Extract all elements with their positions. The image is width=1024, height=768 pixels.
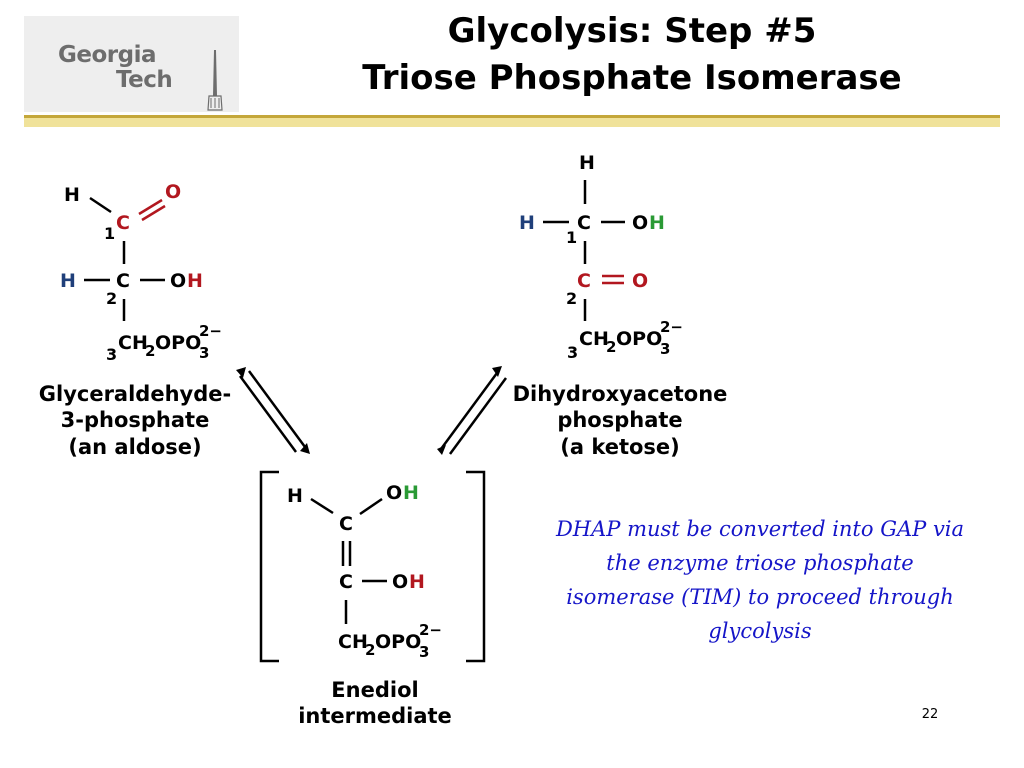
dhap-num3: 3 <box>567 343 578 362</box>
gap-sub3: 3 <box>199 344 209 362</box>
dhap-ch2: CH <box>579 328 609 350</box>
dhap-structure: H H C 1 O H C 2 O 3 CH 2 OPO 3 2− <box>519 152 683 362</box>
enediol-o2: O <box>392 571 408 593</box>
tech-tower-icon <box>207 50 223 111</box>
gap-num2: 2 <box>106 289 117 308</box>
gap-h-top: H <box>64 184 80 206</box>
header-divider <box>24 115 1000 118</box>
enediol-o1: O <box>386 482 402 504</box>
gap-c2: C <box>116 270 130 292</box>
equilibrium-arrow-right <box>437 366 508 455</box>
gap-num1: 1 <box>104 224 115 243</box>
enediol-bond-h-c1 <box>310 497 334 515</box>
gap-double-bond-b <box>141 204 166 222</box>
gap-caption: Glyceraldehyde- 3-phosphate (an aldose) <box>20 381 250 460</box>
dhap-c1: C <box>577 212 591 234</box>
dhap-h1: H <box>649 212 665 234</box>
dhap-charge: 2− <box>660 318 683 336</box>
dhap-caption-line1: Dihydroxyacetone <box>512 382 728 406</box>
dhap-sub2: 2 <box>606 338 616 356</box>
gap-ch2: CH <box>118 332 148 354</box>
enediol-h1: H <box>403 482 419 504</box>
logo-text-georgia: Georgia <box>58 42 157 68</box>
dhap-caption-line3: (a ketose) <box>560 434 680 459</box>
gap-o2: O <box>170 270 186 292</box>
gap-double-bond-a <box>138 198 163 216</box>
slide-title-line1: Glycolysis: Step #5 <box>447 11 817 51</box>
bracket-right <box>466 470 486 663</box>
enediol-sub2: 2 <box>365 641 375 659</box>
enediol-c2: C <box>339 571 353 593</box>
gap-sub2: 2 <box>145 342 155 360</box>
dhap-h-top: H <box>579 152 595 174</box>
dhap-num1: 1 <box>566 228 577 247</box>
dhap-o1: O <box>632 212 648 234</box>
dhap-o2: O <box>632 270 648 292</box>
gap-o1: O <box>165 181 181 203</box>
enediol-charge: 2− <box>419 621 442 639</box>
enediol-h2: H <box>409 571 425 593</box>
gap-c1: C <box>116 212 130 234</box>
enediol-ch2: CH <box>338 631 368 653</box>
gap-h-left: H <box>60 270 76 292</box>
enediol-opo: OPO <box>375 631 421 653</box>
dhap-c2: C <box>577 270 591 292</box>
dhap-sub3: 3 <box>660 340 670 358</box>
enediol-structure: H C O H C O H CH 2 OPO 3 2− <box>259 470 486 663</box>
equilibrium-arrow-left <box>236 367 310 454</box>
enediol-bond-c1-o <box>359 497 383 516</box>
enediol-caption: Enediol intermediate <box>270 677 480 730</box>
gap-opo: OPO <box>155 332 201 354</box>
dhap-caption-line2: phosphate <box>557 408 683 433</box>
gap-num3: 3 <box>106 345 117 364</box>
dhap-caption: Dihydroxyacetone phosphate (a ketose) <box>500 381 740 460</box>
enediol-c1: C <box>339 513 353 535</box>
logo-text-tech: Tech <box>116 67 173 93</box>
slide-title-line2: Triose Phosphate Isomerase <box>362 58 902 98</box>
dhap-h-left: H <box>519 212 535 234</box>
explanatory-note: DHAP must be converted into GAP via the … <box>555 517 965 644</box>
enediol-sub3: 3 <box>419 643 429 661</box>
dhap-opo: OPO <box>616 328 662 350</box>
enediol-h-top: H <box>287 485 303 507</box>
gap-caption-line2: 3-phosphate <box>60 408 210 433</box>
gap-caption-line3: (an aldose) <box>68 434 202 459</box>
enediol-caption-line1: Enediol <box>331 678 419 702</box>
gap-h2: H <box>187 270 203 292</box>
page-number: 22 <box>921 707 939 722</box>
dhap-num2: 2 <box>566 289 577 308</box>
gap-structure: H C 1 O H C 2 O H 3 CH 2 OPO 3 2− <box>60 181 222 364</box>
enediol-caption-line2: intermediate <box>298 704 452 729</box>
gap-charge: 2− <box>199 322 222 340</box>
gap-caption-line1: Glyceraldehyde- <box>38 382 232 406</box>
bracket-left <box>259 470 279 663</box>
georgia-tech-logo: Georgia Tech <box>24 16 239 112</box>
gap-bond-h-c1 <box>89 196 112 214</box>
header-divider-highlight <box>24 118 1000 127</box>
